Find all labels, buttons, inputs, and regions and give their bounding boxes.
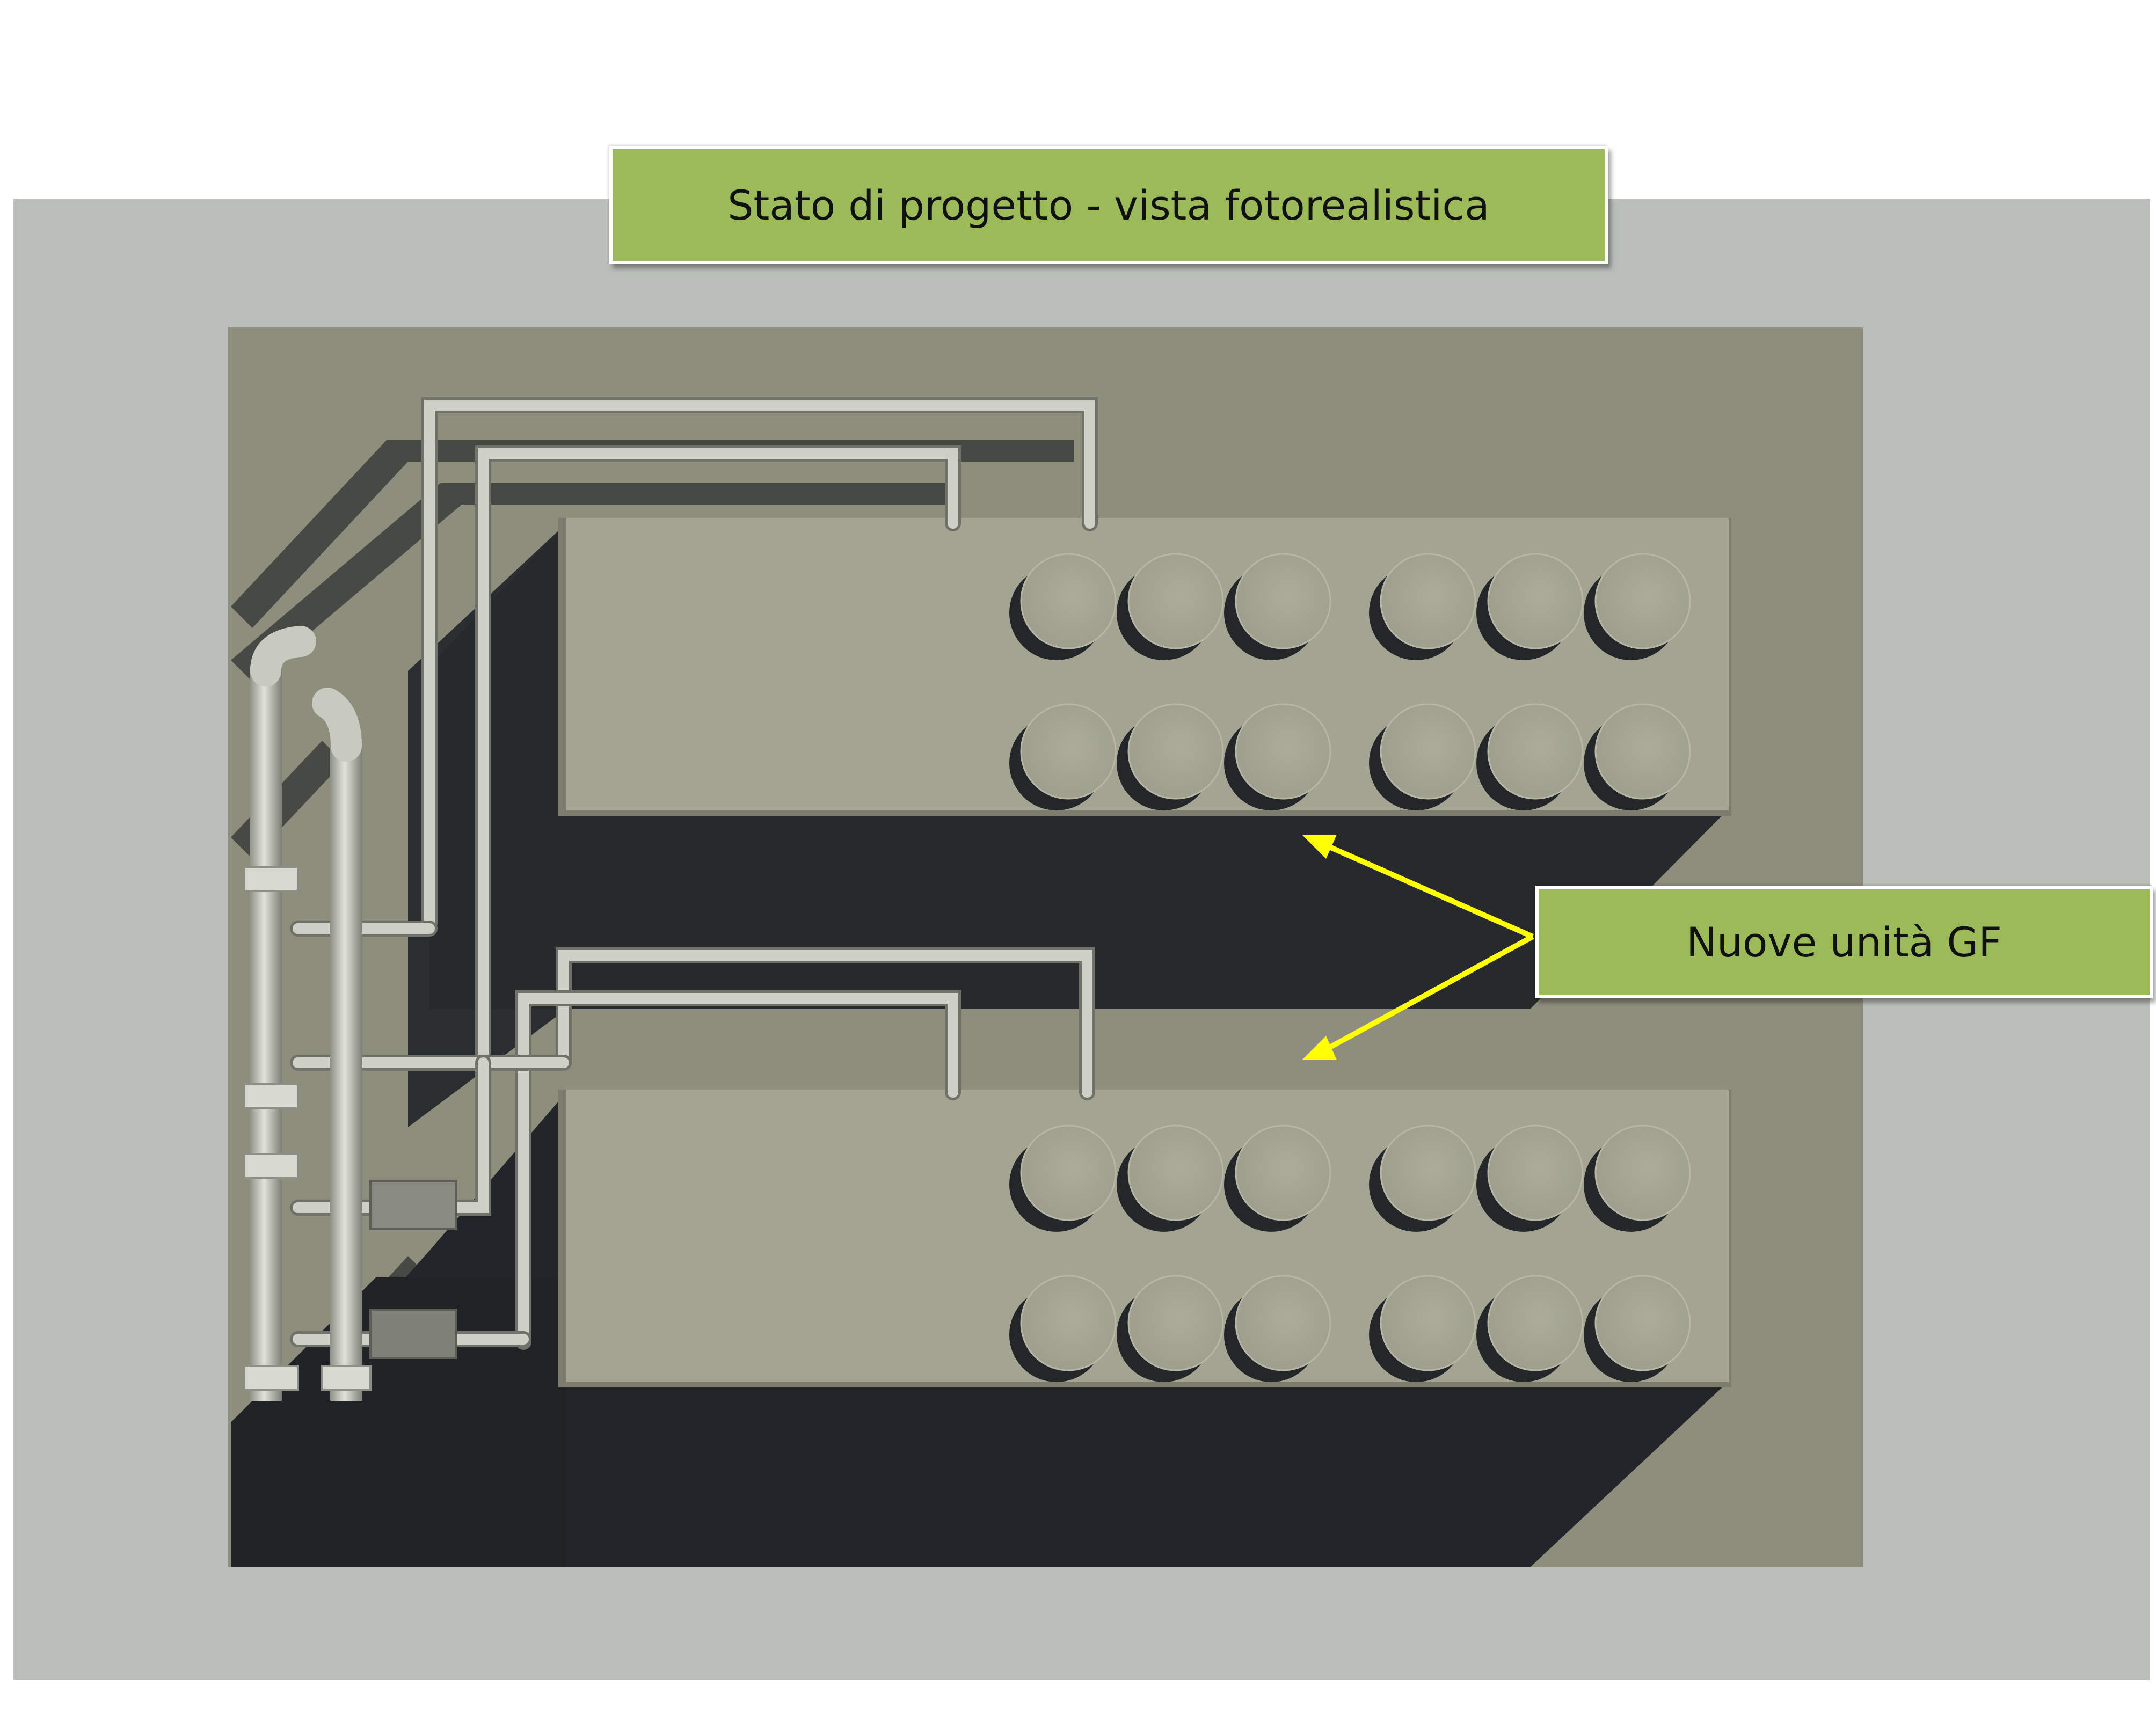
lower-unit-shadow-left	[231, 1277, 566, 1567]
fan-icon	[1127, 553, 1224, 649]
fan-icon	[1594, 1124, 1691, 1221]
fan-array	[1009, 553, 1691, 1382]
arrow-lower-line	[1324, 934, 1534, 1052]
fan-icon	[1594, 1275, 1691, 1371]
collar	[243, 866, 299, 892]
upper-unit-shadow-main	[429, 523, 1726, 1009]
collar	[243, 1083, 299, 1109]
fan-icon	[1487, 553, 1584, 649]
fan-icon	[1380, 1124, 1476, 1221]
arrow-upper-line	[1324, 843, 1534, 939]
manifold-riser-right	[330, 741, 362, 1401]
title-text: Stato di progetto - vista fotorealistica	[727, 181, 1490, 229]
fan-icon	[1127, 1124, 1224, 1221]
yellow-arrow-icon	[1302, 1036, 1337, 1060]
valve-box	[369, 1180, 457, 1230]
fan-icon	[1235, 553, 1331, 649]
fan-icon	[1235, 703, 1331, 800]
collar	[321, 1365, 372, 1391]
riser-elbow-left	[250, 626, 316, 686]
fan-icon	[1127, 703, 1224, 800]
title-label: Stato di progetto - vista fotorealistica	[609, 146, 1608, 264]
manifold	[243, 626, 457, 1401]
fan-icon	[1380, 1275, 1476, 1371]
callout-arrows	[1302, 835, 1534, 1060]
collar	[243, 1365, 299, 1391]
fan-icon	[1020, 1275, 1117, 1371]
lower-unit-shadow	[252, 1092, 1726, 1567]
callout-text: Nuove unità GF	[1686, 918, 2002, 966]
fan-icon	[1235, 1124, 1331, 1221]
manifold-riser-left	[250, 666, 282, 1401]
collar	[243, 1153, 299, 1179]
riser-elbow-right	[312, 688, 362, 762]
fan-icon	[1020, 703, 1117, 800]
fan-icon	[1487, 1124, 1584, 1221]
fan-icon	[1020, 1124, 1117, 1221]
fan-icon	[1487, 1275, 1584, 1371]
fan-icon	[1380, 553, 1476, 649]
callout-label: Nuove unità GF	[1535, 886, 2153, 998]
fan-icon	[1487, 703, 1584, 800]
fan-icon	[1594, 703, 1691, 800]
fan-icon	[1020, 553, 1117, 649]
yellow-arrow-icon	[1302, 835, 1337, 859]
fan-icon	[1594, 553, 1691, 649]
fan-icon	[1127, 1275, 1224, 1371]
valve-box-lower	[369, 1309, 457, 1359]
fan-icon	[1235, 1275, 1331, 1371]
fan-icon	[1380, 703, 1476, 800]
